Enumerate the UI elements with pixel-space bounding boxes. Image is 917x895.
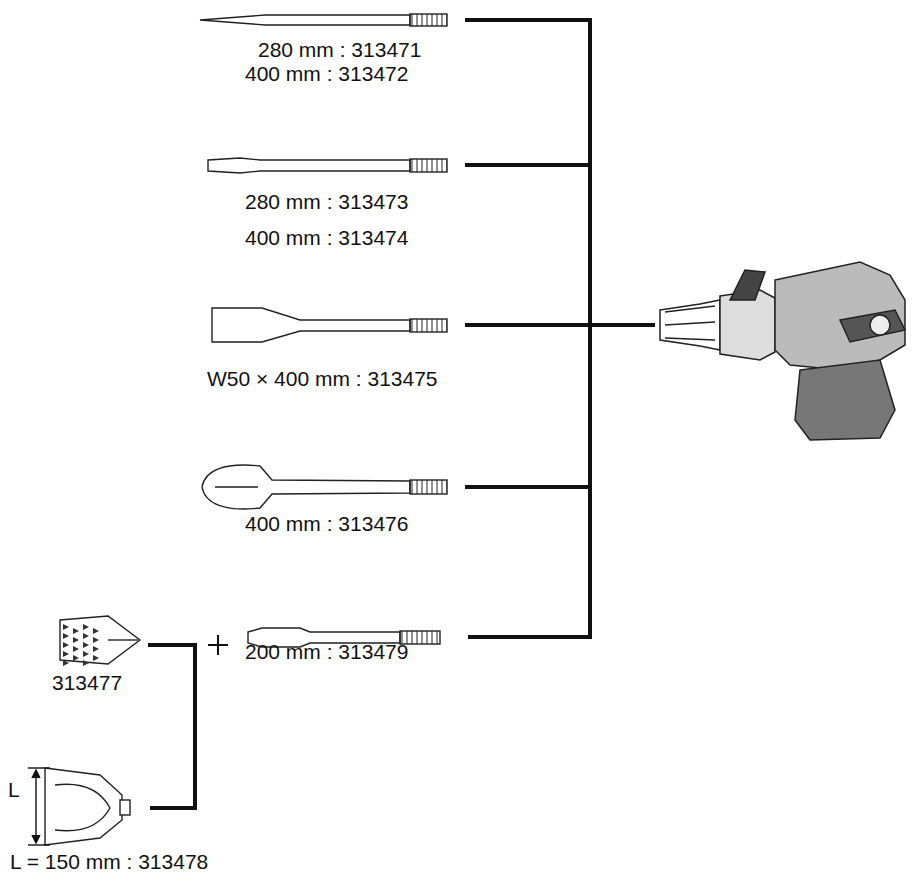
- part-number: L = 150 mm : 313478: [10, 850, 208, 874]
- part-number: W50 × 400 mm : 313475: [207, 367, 438, 391]
- part-number: 313477: [52, 671, 122, 695]
- dimension-label: L: [8, 778, 20, 802]
- part-number: 280 mm : 313473: [245, 190, 408, 214]
- part-number: 400 mm : 313472: [245, 62, 408, 86]
- part-number: 400 mm : 313476: [245, 512, 408, 536]
- chisels: [45, 14, 447, 845]
- part-number: 280 mm : 313471: [258, 38, 421, 62]
- bushing-teeth: [63, 624, 99, 666]
- dimension-arrow: [28, 768, 50, 845]
- plus-sign: [208, 635, 228, 655]
- part-number: 200 mm : 313479: [245, 640, 408, 664]
- demolition-hammer: [660, 262, 905, 440]
- part-number: 400 mm : 313474: [245, 226, 408, 250]
- connector-lines: [148, 20, 655, 808]
